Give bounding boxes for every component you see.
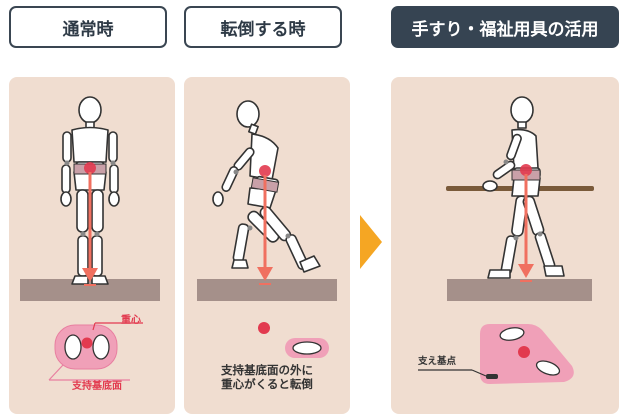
header-falling: 転倒する時 — [184, 6, 342, 48]
panel-falling — [184, 77, 350, 414]
base-diagram-assist — [418, 324, 574, 384]
header-falling-label: 転倒する時 — [220, 19, 306, 40]
label-support-point: 支え基点 — [418, 356, 457, 367]
base-diagram-falling — [258, 322, 329, 358]
label-center-of-gravity: 重心 — [121, 315, 141, 326]
header-normal-label: 通常時 — [62, 19, 114, 40]
falling-figure — [212, 100, 321, 273]
ground-assist — [447, 279, 592, 301]
ground-normal — [20, 279, 160, 301]
label-base-of-support: 支持基底面 — [72, 381, 122, 392]
header-assist-label: 手すり・福祉用具の活用 — [411, 19, 599, 40]
caption-falling-line2: 重心がくると転倒 — [221, 376, 313, 391]
cog-arrow-falling — [257, 165, 273, 285]
caption-falling: 支持基底面の外に 重心がくると転倒 — [188, 363, 346, 392]
cog-arrow-assist — [518, 164, 534, 282]
header-assist: 手すり・福祉用具の活用 — [391, 6, 619, 48]
header-normal: 通常時 — [9, 6, 167, 48]
base-diagram-normal — [48, 322, 143, 381]
caption-falling-line1: 支持基底面の外に — [221, 363, 313, 377]
transition-arrow — [360, 215, 382, 269]
ground-falling — [197, 279, 337, 301]
cog-arrow-normal — [82, 162, 98, 286]
